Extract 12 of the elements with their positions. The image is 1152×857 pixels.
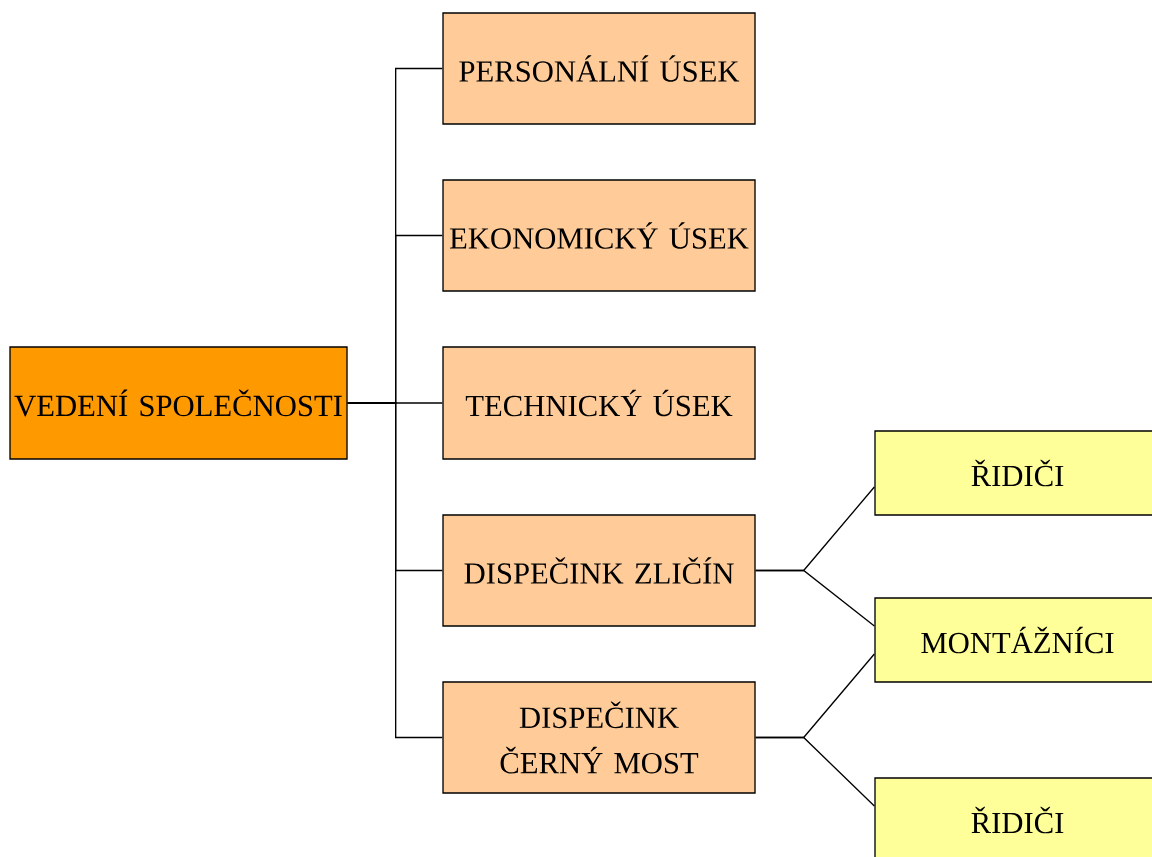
- department-box: PERSONÁLNÍ ÚSEK: [442, 12, 756, 125]
- staff-box: MONTÁŽNÍCI: [874, 597, 1152, 683]
- staff-box: ŘIDIČI: [874, 777, 1152, 857]
- connector-line: [347, 402, 443, 739]
- department-box: DISPEČINK ČERNÝ MOST: [442, 681, 756, 794]
- management-box: VEDENÍ SPOLEČNOSTI: [9, 346, 348, 460]
- connector-line: [755, 736, 875, 807]
- connector-line: [755, 569, 875, 627]
- department-box: DISPEČINK ZLIČÍN: [442, 514, 756, 627]
- department-box: EKONOMICKÝ ÚSEK: [442, 179, 756, 292]
- staff-box: ŘIDIČI: [874, 430, 1152, 516]
- department-box: TECHNICKÝ ÚSEK: [442, 346, 756, 460]
